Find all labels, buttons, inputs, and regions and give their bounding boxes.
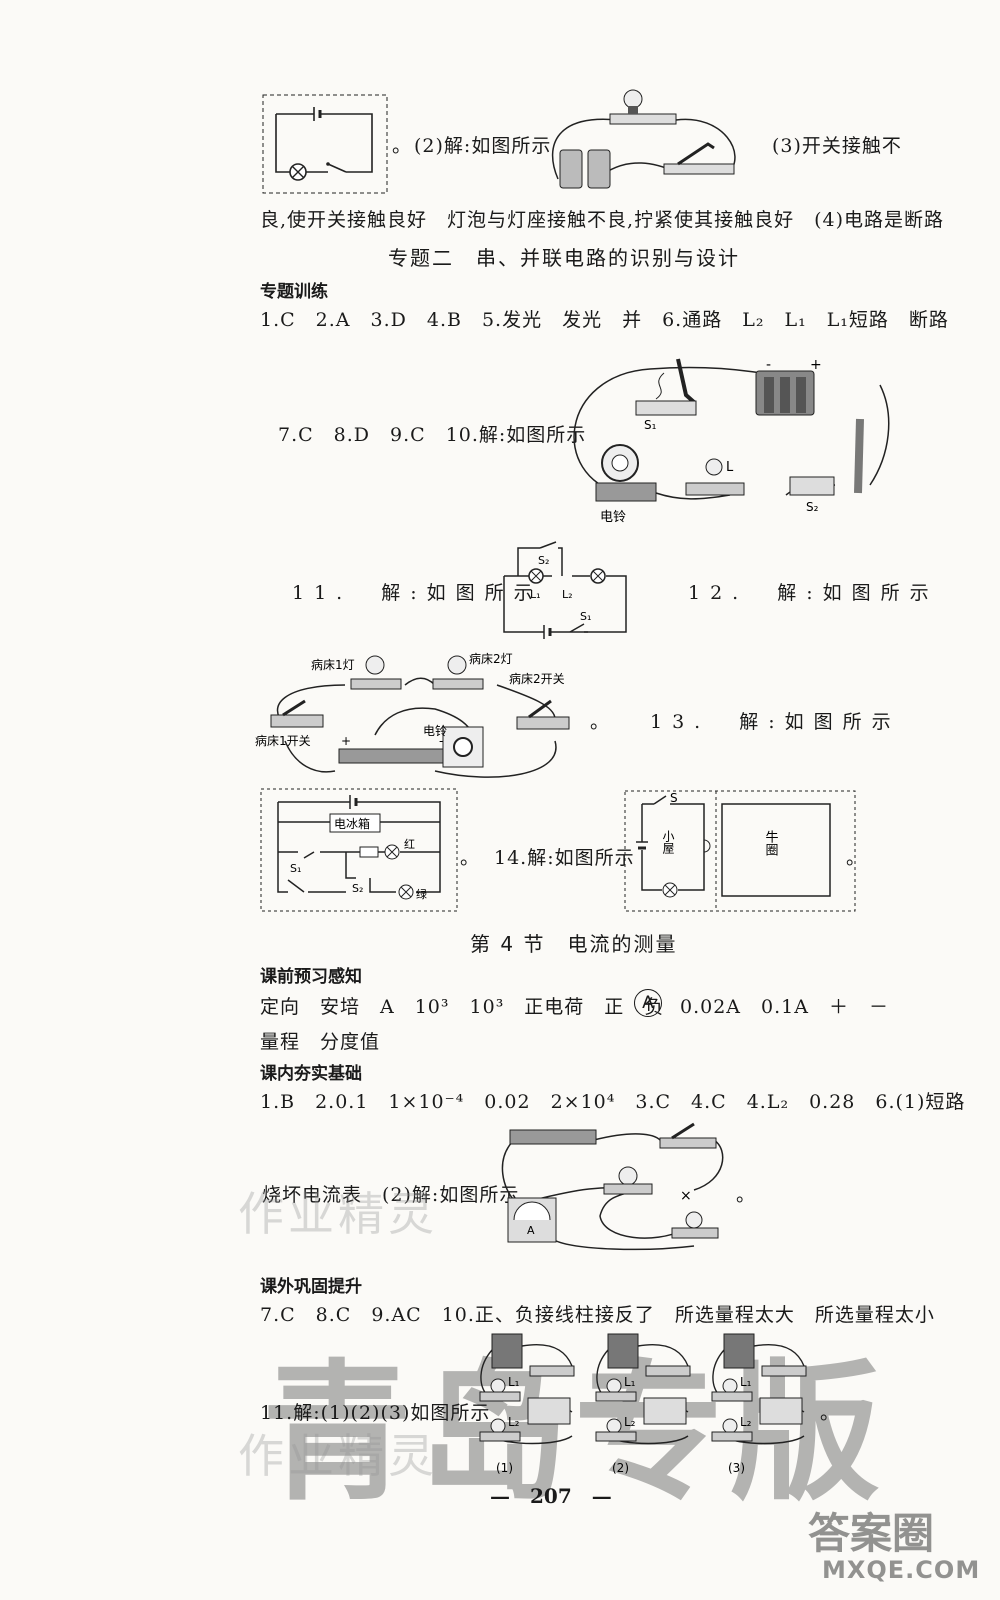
- preview-line-1b: 0.02A 0.1A ＋ －: [680, 996, 889, 1018]
- answer-line-2: 良,使开关接触良好 灯泡与灯座接触不良,拧紧使其接触良好 (4)电路是断路: [260, 209, 944, 231]
- panel-2: L₁ L₂ (2): [595, 1333, 691, 1475]
- dash-left: —: [490, 1484, 530, 1508]
- period: 。: [846, 847, 867, 869]
- dash-right: —: [571, 1484, 612, 1508]
- preview-line-2: 量程 分度值: [260, 1031, 381, 1053]
- panel-label-3: (3): [728, 1461, 745, 1475]
- heading-extension: 课外巩固提升: [260, 1277, 362, 1297]
- basics-line-2: 烧坏电流表 (2)解:如图所示: [262, 1184, 520, 1206]
- fig-14-house-circuit: S 小屋 牛圈: [624, 790, 856, 912]
- label-house: 小屋: [661, 830, 675, 855]
- label-box: 电冰箱: [334, 816, 370, 831]
- label-s2: S₂: [352, 882, 363, 895]
- basics-line-1: 1.B 2.0.1 1×10⁻⁴ 0.02 2×10⁴ 3.C 4.C 4.L₂…: [260, 1091, 966, 1113]
- label-l1: L₁: [508, 1375, 520, 1389]
- label-sw1: 病床1开关: [255, 733, 311, 748]
- site-logo: 答案圈: [808, 1509, 935, 1558]
- label-l1: L₁: [624, 1375, 636, 1389]
- panel-label-2: (2): [612, 1461, 629, 1475]
- period: 。: [820, 1402, 841, 1424]
- label-bell: 电铃: [423, 723, 447, 738]
- period: 。: [736, 1184, 757, 1206]
- section-title-4: 第 4 节 电流的测量: [470, 932, 678, 956]
- label-l1: L₁: [530, 588, 541, 601]
- label-minus: -: [766, 357, 771, 373]
- heading-basics: 课内夯实基础: [260, 1064, 362, 1084]
- section-title-special2: 专题二 串、并联电路的识别与设计: [388, 246, 740, 270]
- extension-line-1: 7.C 8.C 9.AC 10.正、负接线柱接反了 所选量程太大 所选量程太小: [260, 1304, 935, 1326]
- period: 。: [460, 847, 481, 869]
- faint-watermark: 作业精灵: [238, 1187, 438, 1241]
- label-green: 绿: [416, 887, 427, 901]
- meter-label: A: [527, 1224, 535, 1237]
- ammeter-symbol-icon: A: [634, 989, 662, 1017]
- label-minus: -: [439, 734, 443, 748]
- fig-11-parallel-circuit: S₂ L₁ L₂ S₁: [503, 541, 627, 639]
- fig-6-ammeter-circuit: × A: [501, 1122, 724, 1251]
- answer-12: 12. 解:如图所示: [688, 582, 939, 604]
- period: 。: [392, 135, 413, 157]
- panel-3: L₁ L₂ (3): [711, 1333, 807, 1475]
- label-lamp2: 病床2灯: [469, 651, 513, 666]
- label-sw2: 病床2开关: [509, 671, 565, 686]
- label-s2: S₂: [538, 554, 549, 567]
- faint-watermark: 作业精灵: [238, 1429, 438, 1483]
- fig-12-hospital-circuit: 病床1灯 病床2灯 病床2开关 病床1开关 + - 电铃: [255, 651, 570, 778]
- label-plus: +: [810, 357, 822, 373]
- fig-physical-circuit-top: [551, 89, 736, 189]
- page-number: — 207 —: [490, 1480, 612, 1509]
- label-s1: S₁: [644, 418, 657, 432]
- label-pen: 牛圈: [763, 830, 779, 857]
- period: 。: [590, 711, 611, 733]
- panel-label-1: (1): [496, 1461, 513, 1475]
- cross-mark: ×: [680, 1188, 692, 1204]
- fig-10-bell-circuit: - + S₁ 电铃 L S₂: [573, 357, 890, 525]
- label-plus: +: [341, 734, 351, 748]
- page-number-value: 207: [530, 1484, 572, 1508]
- fig-11-three-circuits: L₁ L₂ (1) L₁ L₂ (2) L₁ L₂ (3): [479, 1333, 807, 1475]
- label-bell: 电铃: [600, 510, 626, 525]
- label-l2: L₂: [624, 1415, 636, 1429]
- label-l2: L₂: [508, 1415, 520, 1429]
- heading-special-training: 专题训练: [260, 282, 328, 302]
- heading-preview: 课前预习感知: [260, 967, 362, 987]
- answer-14: 14.解:如图所示: [494, 847, 635, 869]
- answer-3: (3)开关接触不: [772, 135, 902, 157]
- fig-circuit-top-left: [262, 94, 388, 194]
- label-s2: S₂: [806, 500, 819, 514]
- label-red: 红: [404, 838, 415, 851]
- label-l1: L₁: [740, 1375, 752, 1389]
- answer-11: 11. 解:如图所示: [292, 582, 543, 604]
- label-lamp1: 病床1灯: [311, 657, 355, 672]
- label-s: S: [670, 791, 678, 805]
- answer-13: 13. 解:如图所示: [650, 711, 901, 733]
- label-l: L: [726, 460, 734, 475]
- answers-7-10: 7.C 8.D 9.C 10.解:如图所示: [278, 424, 587, 446]
- label-s1: S₁: [580, 610, 591, 623]
- answer-11-ext: 11.解:(1)(2)(3)如图所示: [260, 1402, 491, 1424]
- answer-2: (2)解:如图所示: [414, 135, 552, 157]
- label-l2: L₂: [740, 1415, 752, 1429]
- label-s1: S₁: [290, 862, 301, 875]
- panel-1: L₁ L₂ (1): [479, 1333, 575, 1475]
- preview-line-1a: 定向 安培 A 10³ 10³ 正电荷 正 负: [260, 996, 665, 1018]
- answers-1-6: 1.C 2.A 3.D 4.B 5.发光 发光 并 6.通路 L₂ L₁ L₁短…: [260, 309, 949, 331]
- label-l2: L₂: [562, 588, 573, 601]
- site-logo-url: MXQE.COM: [822, 1556, 981, 1584]
- fig-13-fridge-circuit: 电冰箱 红 绿 S₁ S₂: [260, 788, 458, 912]
